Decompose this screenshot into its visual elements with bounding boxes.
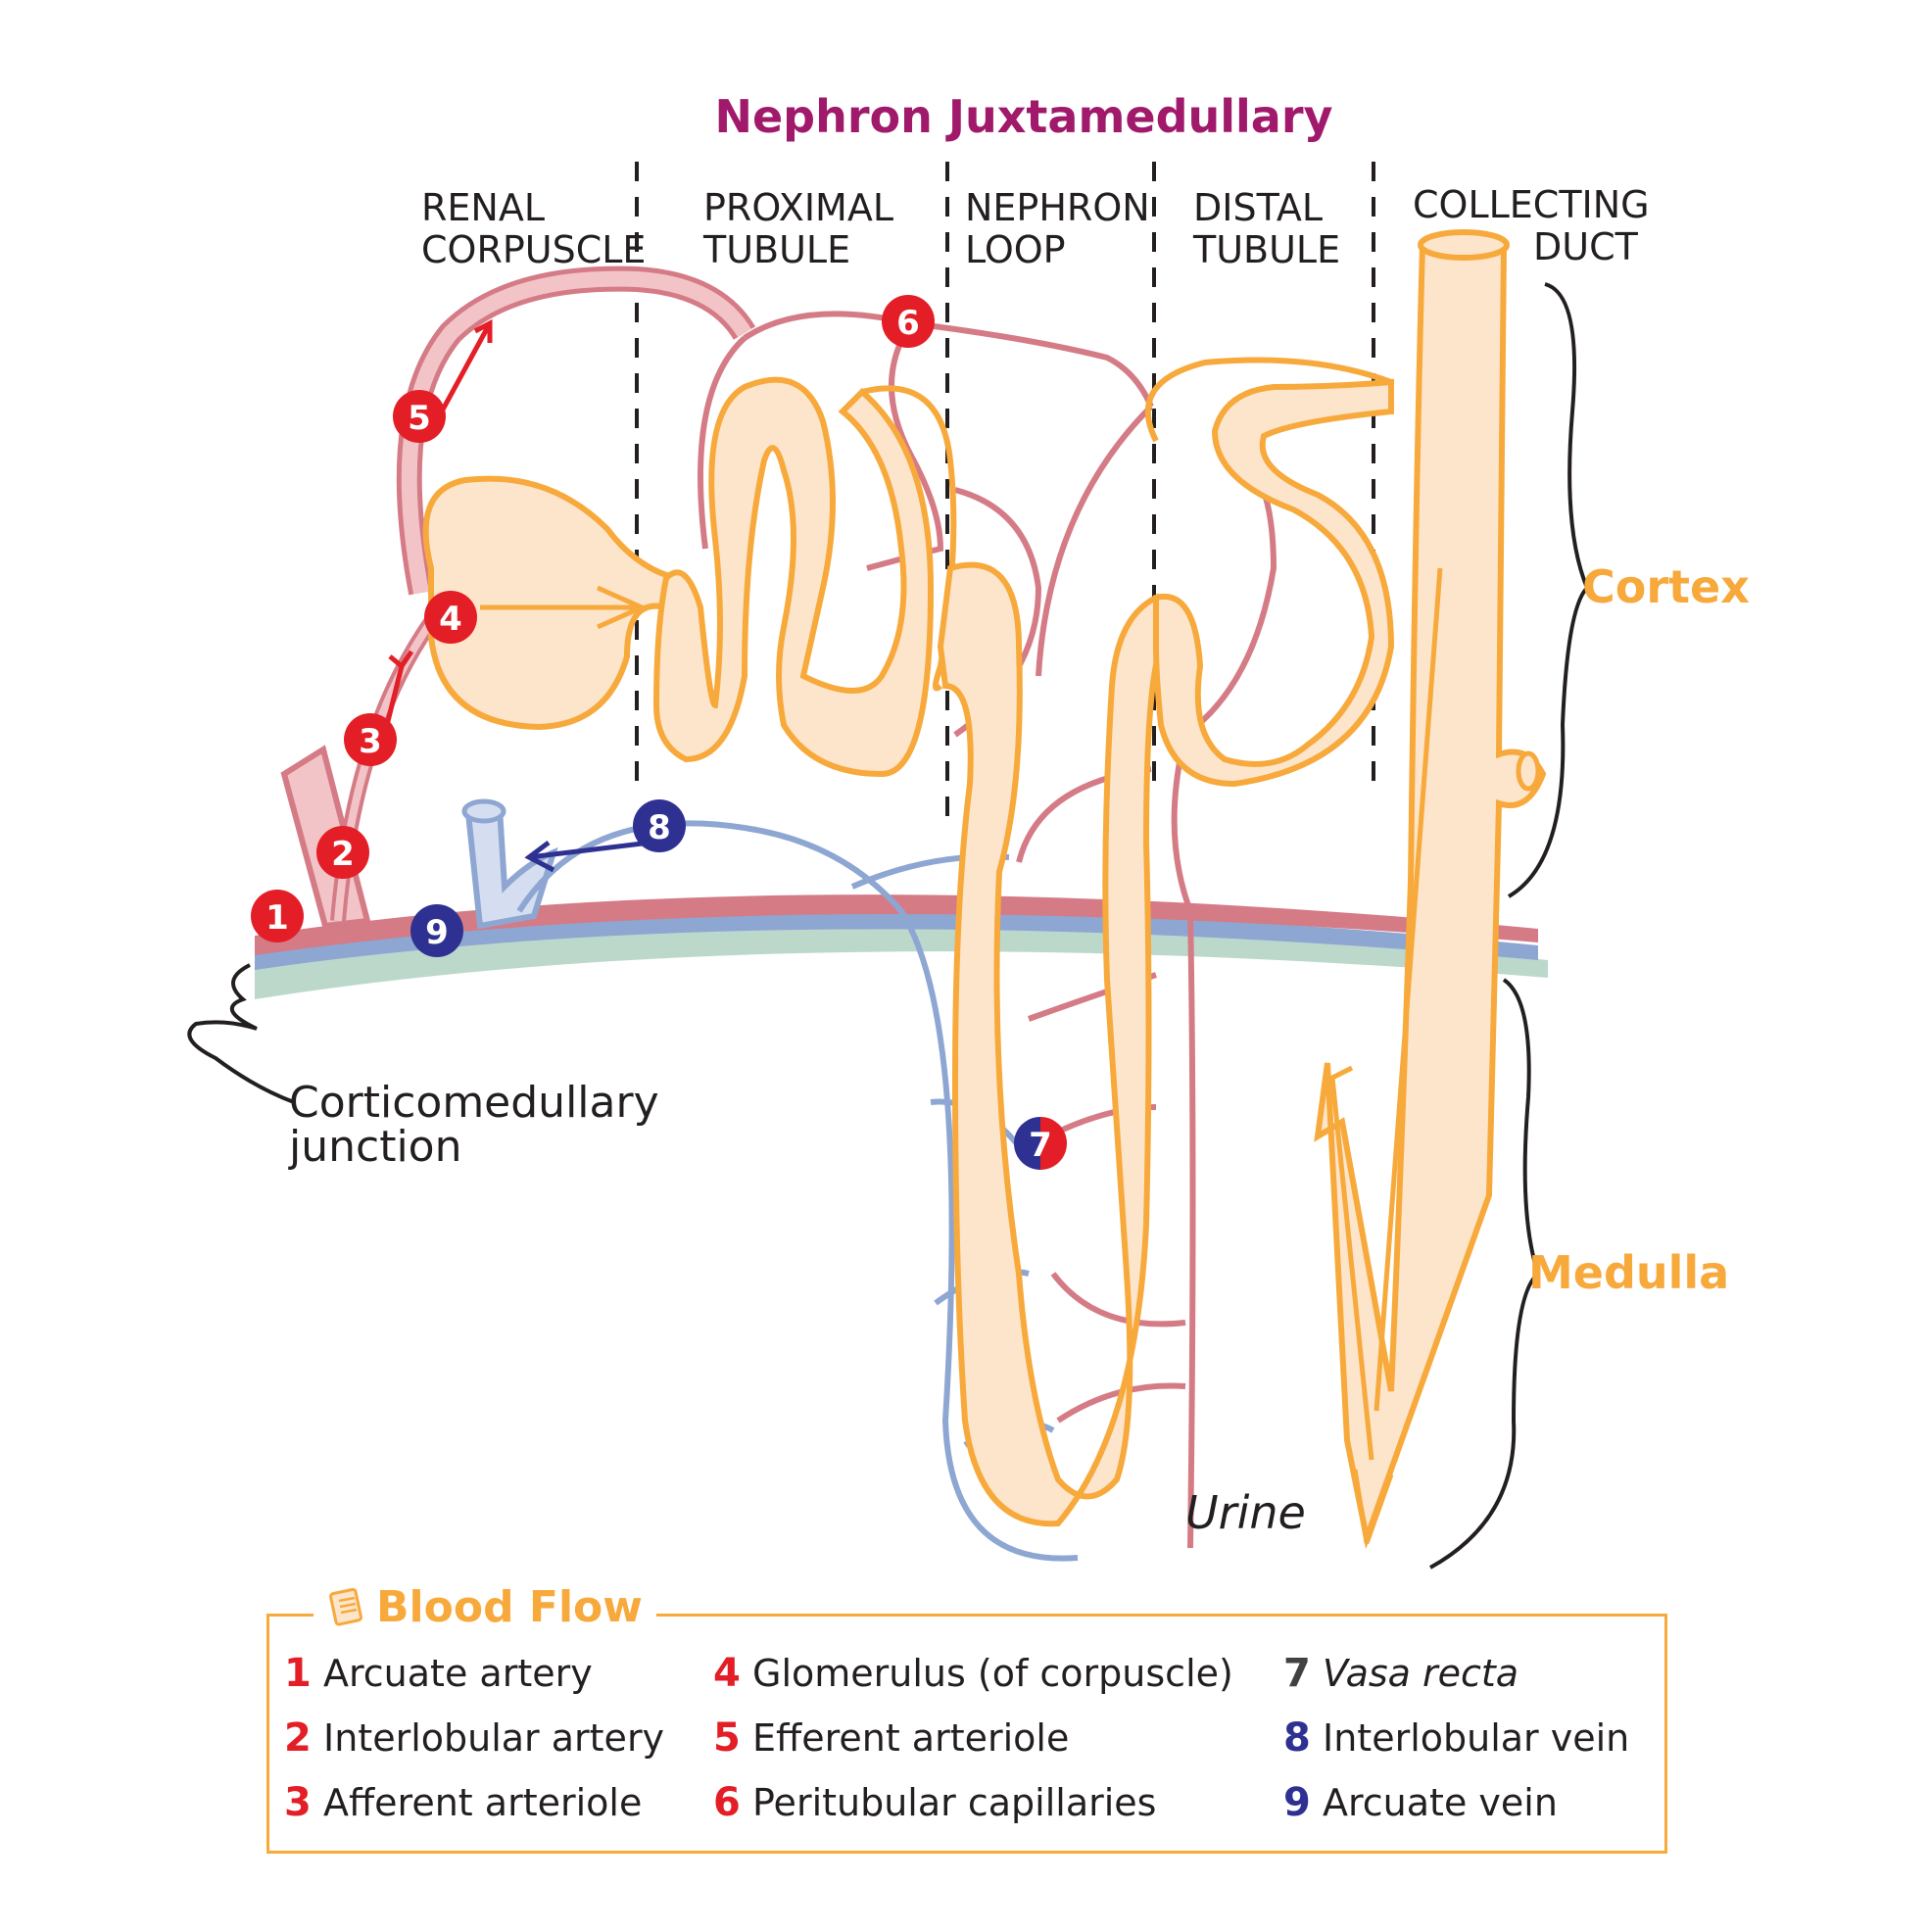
legend-item: 4 Glomerulus (of corpuscle) xyxy=(713,1651,1233,1696)
legend-label: Interlobular vein xyxy=(1323,1716,1630,1760)
svg-text:8: 8 xyxy=(648,808,671,847)
legend-label: Arcuate artery xyxy=(323,1652,593,1695)
legend-number: 7 xyxy=(1283,1651,1311,1696)
medulla-label: Medulla xyxy=(1528,1246,1729,1299)
junction-brace xyxy=(187,963,295,1104)
distal-tubule xyxy=(1144,357,1395,788)
legend-number: 8 xyxy=(1283,1715,1311,1761)
legend-label: Interlobular artery xyxy=(323,1716,665,1760)
legend-label: Arcuate vein xyxy=(1323,1781,1558,1824)
junction-label-2: junction xyxy=(288,1122,461,1172)
svg-text:1: 1 xyxy=(265,898,289,938)
legend-column-3: 7 Vasa recta 8 Interlobular vein 9 Arcua… xyxy=(1283,1651,1629,1825)
label-proximal-tubule-1: PROXIMAL xyxy=(703,186,893,229)
marker-9: 9 xyxy=(410,904,463,957)
legend-box xyxy=(266,1614,1667,1854)
legend-number: 3 xyxy=(284,1780,312,1825)
svg-text:4: 4 xyxy=(439,600,462,639)
label-nephron-loop-1: NEPHRON xyxy=(965,186,1150,229)
legend-label: Vasa recta xyxy=(1323,1652,1519,1695)
urine-label: Urine xyxy=(1185,1486,1306,1539)
marker-1: 1 xyxy=(251,890,304,942)
markers: 1 2 3 4 5 6 7 8 xyxy=(251,295,1067,1170)
legend-item: 3 Afferent arteriole xyxy=(284,1780,664,1825)
legend-title: Blood Flow xyxy=(313,1579,656,1634)
marker-6: 6 xyxy=(882,295,935,348)
marker-4: 4 xyxy=(424,591,477,644)
legend-number: 5 xyxy=(713,1715,741,1761)
svg-text:5: 5 xyxy=(408,399,431,438)
svg-text:6: 6 xyxy=(896,304,920,343)
legend-item: 8 Interlobular vein xyxy=(1283,1715,1629,1761)
region-labels: RENAL CORPUSCLE PROXIMAL TUBULE NEPHRON … xyxy=(421,183,1650,271)
marker-2: 2 xyxy=(316,826,369,879)
svg-text:2: 2 xyxy=(331,835,355,874)
zone-braces xyxy=(1429,282,1590,1570)
legend-item: 2 Interlobular artery xyxy=(284,1715,664,1761)
legend-number: 6 xyxy=(713,1780,741,1825)
junction-label-1: Corticomedullary xyxy=(289,1078,659,1128)
legend-label: Efferent arteriole xyxy=(752,1716,1070,1760)
legend-column-1: 1 Arcuate artery 2 Interlobular artery 3… xyxy=(284,1651,664,1825)
legend-title-text: Blood Flow xyxy=(376,1581,643,1632)
label-renal-corpuscle-1: RENAL xyxy=(421,186,545,229)
legend-number: 4 xyxy=(713,1651,741,1696)
legend-item: 5 Efferent arteriole xyxy=(713,1715,1233,1761)
label-nephron-loop-2: LOOP xyxy=(965,228,1066,271)
notepad-icon xyxy=(329,1587,363,1626)
svg-text:3: 3 xyxy=(359,722,382,761)
marker-7: 7 xyxy=(1014,1117,1067,1170)
region-dividers xyxy=(635,162,1375,818)
label-distal-tubule-1: DISTAL xyxy=(1193,186,1323,229)
legend-item: 7 Vasa recta xyxy=(1283,1651,1629,1696)
label-collecting-duct-2: DUCT xyxy=(1533,225,1639,268)
proximal-tubule xyxy=(652,376,957,778)
legend-label: Peritubular capillaries xyxy=(752,1781,1157,1824)
nephron-loop xyxy=(937,561,1165,1527)
svg-text:9: 9 xyxy=(425,913,449,952)
legend-label: Glomerulus (of corpuscle) xyxy=(752,1652,1233,1695)
legend-item: 9 Arcuate vein xyxy=(1283,1780,1629,1825)
legend-number: 9 xyxy=(1283,1780,1311,1825)
legend-item: 6 Peritubular capillaries xyxy=(713,1780,1233,1825)
label-collecting-duct-1: COLLECTING xyxy=(1413,183,1650,226)
cortex-label: Cortex xyxy=(1582,560,1750,613)
label-distal-tubule-2: TUBULE xyxy=(1192,228,1340,271)
corticomedullary-bands xyxy=(255,894,1548,999)
label-renal-corpuscle-2: CORPUSCLE xyxy=(421,228,646,271)
legend-item: 1 Arcuate artery xyxy=(284,1651,664,1696)
marker-8: 8 xyxy=(633,799,686,852)
label-proximal-tubule-2: TUBULE xyxy=(702,228,850,271)
legend-number: 2 xyxy=(284,1715,312,1761)
marker-5: 5 xyxy=(393,390,446,443)
marker-3: 3 xyxy=(344,713,397,766)
legend-column-2: 4 Glomerulus (of corpuscle) 5 Efferent a… xyxy=(713,1651,1233,1825)
legend-number: 1 xyxy=(284,1651,312,1696)
collecting-duct xyxy=(1314,229,1547,1550)
legend-label: Afferent arteriole xyxy=(323,1781,643,1824)
diagram-title: Nephron Juxtamedullary xyxy=(714,90,1332,143)
svg-text:7: 7 xyxy=(1029,1126,1052,1165)
